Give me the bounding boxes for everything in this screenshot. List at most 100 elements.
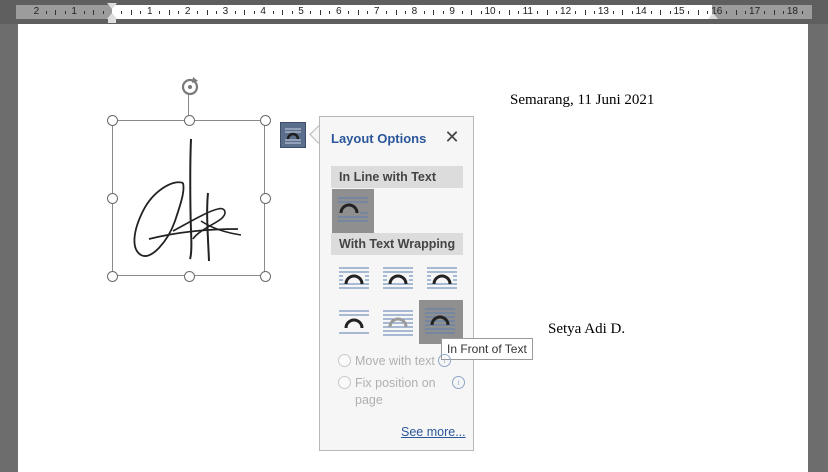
ruler-tick [433, 10, 435, 15]
move-with-text-label: Move with text [355, 354, 435, 368]
ruler-tick [319, 10, 321, 15]
ruler-tick [764, 11, 766, 14]
ruler-tick [291, 11, 293, 14]
ruler-tick [348, 11, 350, 14]
ruler-tick [244, 10, 246, 15]
resize-handle-right[interactable] [260, 193, 271, 204]
ruler-number: 8 [411, 6, 418, 17]
ruler-tick [55, 10, 57, 15]
ruler-tick [669, 11, 671, 14]
ruler-tick [282, 10, 284, 15]
ruler-tick [584, 10, 586, 15]
ruler-tick [215, 11, 217, 14]
ruler-tick [556, 11, 558, 14]
ruler-tick [102, 11, 104, 14]
option-top-and-bottom[interactable] [333, 302, 373, 342]
ruler-tick [575, 11, 577, 14]
ruler-number: 7 [373, 6, 380, 17]
rotate-handle-line [188, 95, 189, 120]
resize-handle-top-right[interactable] [260, 115, 271, 126]
ruler-number: 18 [786, 6, 798, 17]
ruler-tick [367, 11, 369, 14]
fix-position-label: Fix position on [355, 376, 436, 390]
resize-handle-bottom-right[interactable] [260, 271, 271, 282]
tooltip: In Front of Text [441, 338, 533, 360]
ruler-number: 4 [260, 6, 266, 17]
ruler-tick [140, 11, 142, 14]
resize-handle-top-left[interactable] [107, 115, 118, 126]
ruler-tick [234, 11, 236, 14]
info-icon[interactable]: i [438, 354, 451, 367]
ruler-number: 17 [749, 6, 761, 17]
tight-icon [383, 267, 413, 289]
fix-position-label-page: page [355, 393, 383, 407]
wrapping-section-header: With Text Wrapping [331, 233, 463, 255]
ruler-number: 1 [147, 6, 153, 17]
move-with-text-radio[interactable] [338, 354, 351, 367]
layout-options-icon [285, 128, 301, 144]
ruler-tick [697, 10, 699, 15]
top-and-bottom-icon [339, 310, 369, 334]
ruler-tick [197, 11, 199, 14]
option-behind-text[interactable] [377, 302, 417, 342]
panel-title: Layout Options [331, 131, 427, 146]
right-indent-marker[interactable] [708, 13, 718, 19]
ruler-tick [461, 11, 463, 14]
signature-image[interactable] [113, 121, 264, 275]
resize-handle-bottom[interactable] [184, 271, 195, 282]
ruler-tick [726, 11, 728, 14]
option-in-line-with-text[interactable] [332, 189, 374, 233]
ruler-tick [593, 11, 595, 14]
ruler-tick [660, 10, 662, 15]
option-through[interactable] [421, 259, 461, 299]
ruler-tick [773, 10, 775, 15]
ruler-tick [178, 11, 180, 14]
info-icon[interactable]: i [452, 376, 465, 389]
option-square[interactable] [333, 259, 373, 299]
resize-handle-top[interactable] [184, 115, 195, 126]
signer-name: Setya Adi D. [548, 321, 626, 337]
ruler-tick [782, 11, 784, 14]
ruler-tick [45, 11, 47, 14]
ruler-tick [518, 11, 520, 14]
hanging-indent-marker[interactable] [107, 13, 117, 19]
ruler-tick [745, 11, 747, 14]
ruler-number: 16 [711, 6, 723, 17]
resize-handle-bottom-left[interactable] [107, 271, 118, 282]
left-indent-box[interactable] [108, 19, 116, 23]
ruler-tick [329, 11, 331, 14]
see-more-link[interactable]: See more... [401, 425, 466, 439]
ruler-tick [168, 10, 170, 15]
ruler-tick [386, 11, 388, 14]
ruler-right-margin [712, 5, 812, 19]
ruler-number: 10 [484, 6, 496, 17]
ruler-number: 15 [673, 6, 685, 17]
tab-stop-marker[interactable] [557, 12, 563, 18]
first-line-indent-marker[interactable] [107, 3, 117, 9]
ruler-tick [480, 11, 482, 14]
ruler-number: 12 [560, 6, 572, 17]
ruler-tick [404, 11, 406, 14]
ruler-tick [735, 10, 737, 15]
square-icon [339, 267, 369, 289]
ruler-tick [631, 11, 633, 14]
ruler-tick [253, 11, 255, 14]
ruler-tick [395, 10, 397, 15]
layout-options-button[interactable] [280, 122, 306, 148]
fix-position-radio[interactable] [338, 376, 351, 389]
ruler-number: 3 [222, 6, 229, 17]
resize-handle-left[interactable] [107, 193, 118, 204]
ruler-tick [650, 11, 652, 14]
ruler-tick [612, 11, 614, 14]
ruler-tick [801, 11, 803, 14]
close-icon[interactable]: ✕ [444, 127, 460, 147]
option-tight[interactable] [377, 259, 417, 299]
in-line-with-text-icon [338, 197, 368, 222]
option-in-front-of-text[interactable] [419, 300, 463, 344]
rotate-icon[interactable] [179, 76, 201, 98]
ruler-tick [310, 11, 312, 14]
inline-section-header: In Line with Text [331, 166, 463, 188]
ruler-tick [546, 10, 548, 15]
ruler-tick [130, 10, 132, 15]
